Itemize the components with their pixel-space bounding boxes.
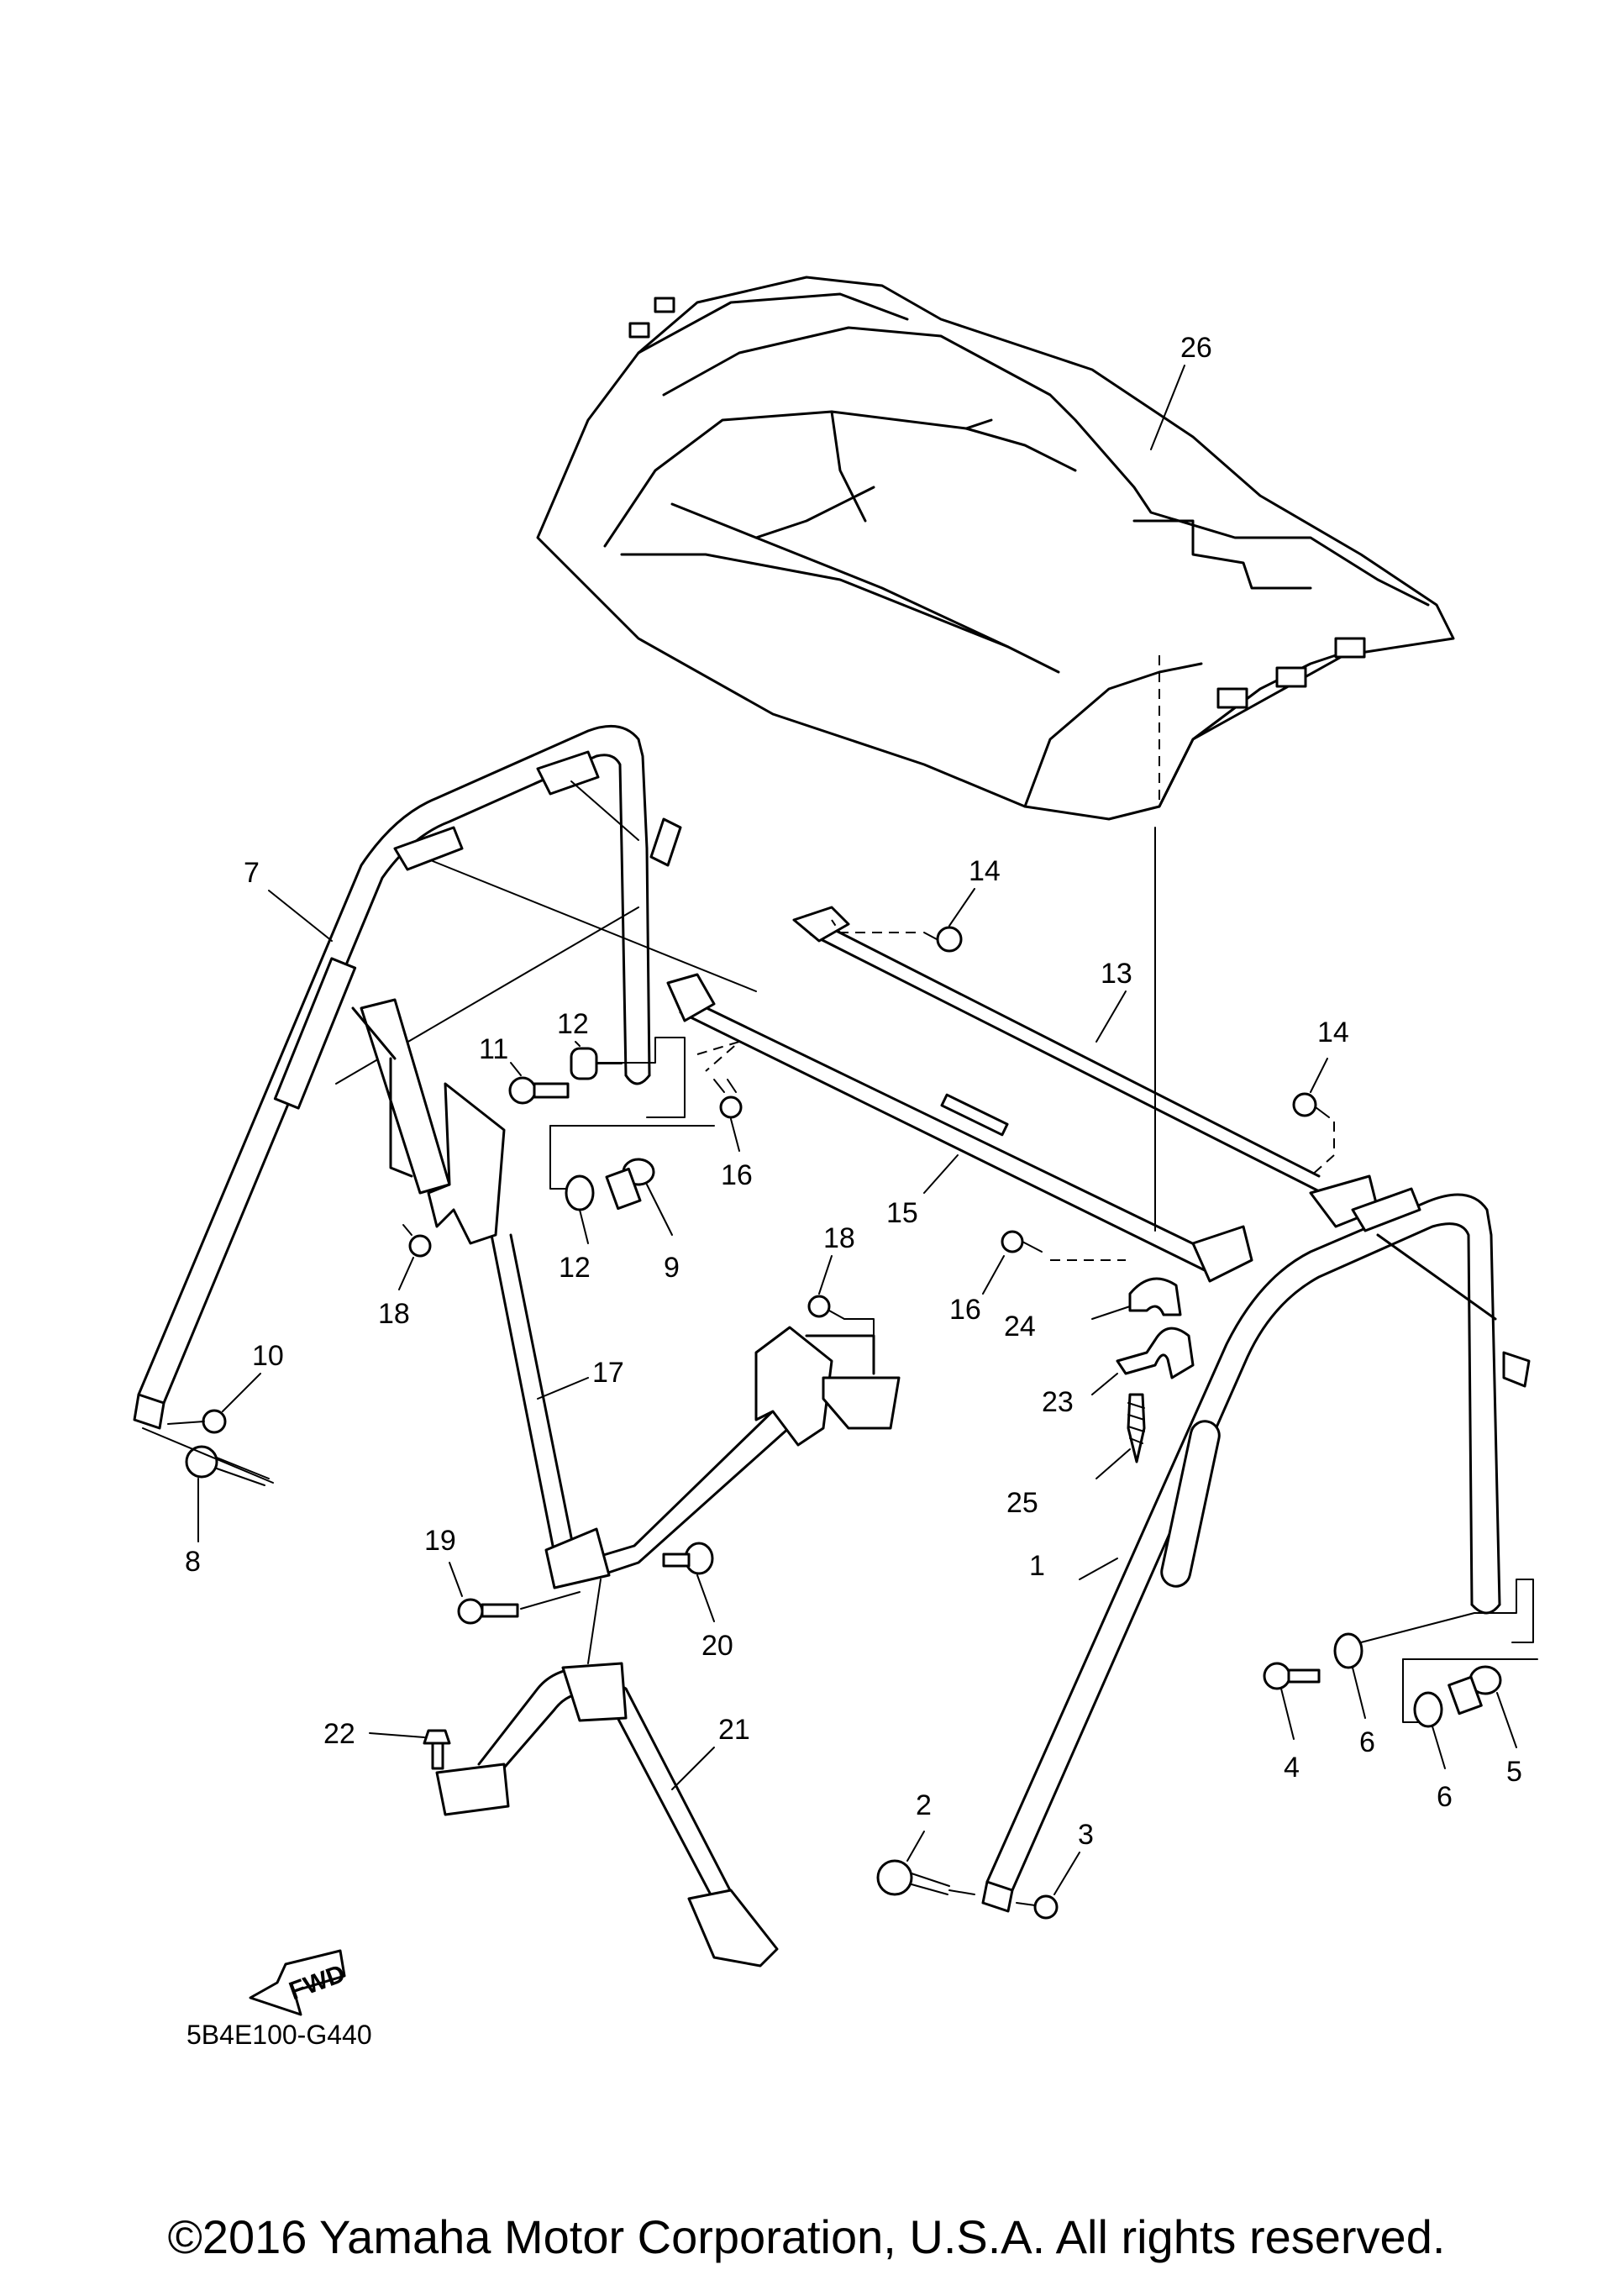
callout-25: 24 [1004, 1311, 1036, 1342]
callout-14-right: 14 [1317, 1017, 1349, 1048]
bolt-10: 11 [479, 1033, 570, 1105]
callout-14-top: 14 [969, 855, 1001, 887]
collar-12-lower: 12 [549, 1125, 715, 1284]
diagram-code: 5B4E100-G440 [187, 2020, 372, 2050]
collar-6-upper: 6 [1333, 1579, 1534, 1758]
front-crossbar [666, 973, 1253, 1283]
rear-crossbar [792, 906, 1379, 1228]
nut-9: 10 [167, 1340, 284, 1434]
leader-15: 15 [886, 1154, 959, 1229]
callout-26: 25 [1006, 1487, 1038, 1519]
bolt-5: 5 [1447, 1665, 1522, 1788]
screw-26: 25 [1006, 1393, 1146, 1519]
callout-21: 21 [718, 1714, 750, 1746]
fwd-arrow: FWD [249, 1949, 349, 2016]
bolt-2: 2 [876, 1789, 975, 1896]
callout-4: 4 [1284, 1752, 1300, 1784]
callout-12-upper: 12 [557, 1008, 589, 1040]
clamp-25: 24 [1004, 1277, 1182, 1342]
callout-19: 19 [424, 1525, 456, 1557]
front-left-rollbar [133, 724, 682, 1430]
bolt-16-left: 16 [696, 1041, 753, 1191]
callout-20: 20 [701, 1630, 733, 1662]
callout-12-lower: 12 [559, 1252, 591, 1284]
roof-panel [536, 276, 1455, 821]
bolt-22: 22 [323, 1718, 451, 1770]
clamp-24: 23 [1042, 1327, 1195, 1418]
leader-13: 13 [1095, 958, 1132, 1043]
callout-18-right: 18 [823, 1222, 855, 1254]
callout-9: 10 [252, 1340, 284, 1372]
bolt-8: 8 [142, 1427, 274, 1578]
callout-16-left: 16 [721, 1159, 753, 1191]
callout-8: 8 [185, 1546, 201, 1578]
callout-18-left: 18 [378, 1298, 410, 1330]
callout-6-lower: 6 [1437, 1781, 1453, 1813]
callout-3: 3 [1078, 1819, 1094, 1851]
bolt-18-right: 18 [807, 1222, 875, 1337]
nut-3: 3 [1016, 1819, 1094, 1920]
callout-11: 9 [664, 1252, 680, 1284]
callout-24: 23 [1042, 1386, 1074, 1418]
callout-7: 7 [244, 857, 260, 889]
collar-6-lower: 6 [1402, 1658, 1538, 1813]
rear-brace [351, 998, 901, 1589]
leader-17: 17 [537, 1357, 624, 1400]
callout-13: 13 [1101, 958, 1132, 990]
bolt-4: 4 [1263, 1662, 1321, 1784]
callout-15: 15 [886, 1197, 918, 1229]
callout-5: 5 [1506, 1756, 1522, 1788]
callout-23: 26 [1180, 332, 1212, 364]
bolt-19: 19 [424, 1525, 581, 1625]
callout-16-right: 16 [949, 1294, 981, 1326]
bolt-14-top: 14 [831, 855, 1001, 953]
leader-1: 1 [1029, 1550, 1118, 1582]
bolt-20: 20 [662, 1542, 733, 1662]
copyright-notice: ©2016 Yamaha Motor Corporation, U.S.A. A… [167, 2210, 1446, 2263]
callout-17: 17 [592, 1357, 624, 1389]
rear-leg [435, 1579, 779, 1968]
callout-2: 2 [916, 1789, 932, 1821]
callout-10: 11 [479, 1033, 508, 1065]
bolt-14-right: 14 [1292, 1017, 1349, 1177]
leader-7: 7 [244, 857, 333, 942]
collar-12-upper: 12 [557, 1008, 686, 1118]
leader-21: 21 [671, 1714, 750, 1790]
bolt-16-right: 16 [949, 1230, 1126, 1326]
callout-1: 1 [1029, 1550, 1045, 1582]
callout-6-upper: 6 [1359, 1726, 1375, 1758]
bolt-11: 9 [605, 1158, 680, 1284]
bolt-18-left: 18 [378, 1224, 432, 1330]
attach-line-left-upper [432, 860, 757, 992]
roof-leader-23: 26 [1150, 332, 1212, 450]
callout-22: 22 [323, 1718, 355, 1750]
